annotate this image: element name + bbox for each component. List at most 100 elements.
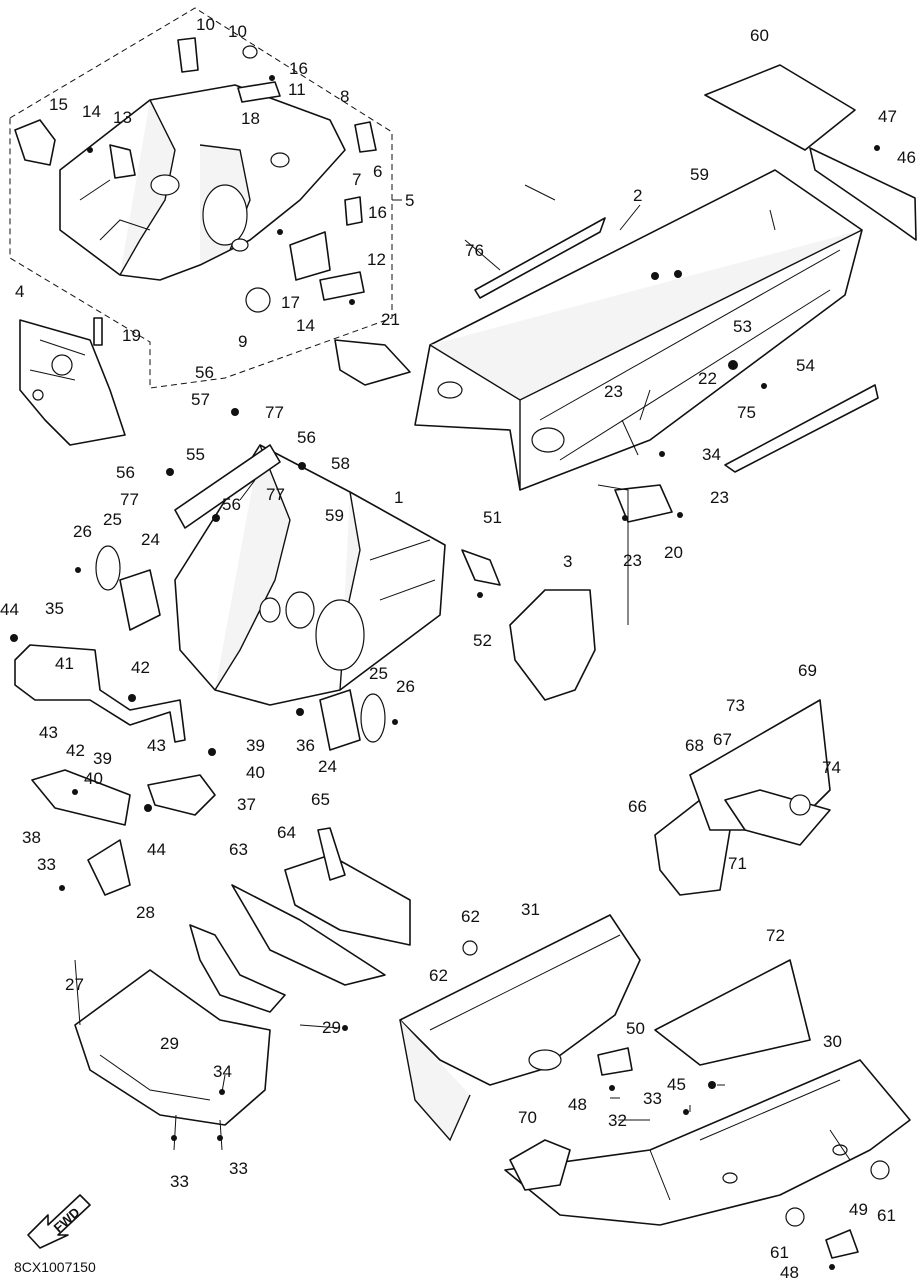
callout-35: 35	[45, 599, 64, 618]
callout-44a: 44	[0, 600, 19, 619]
callout-34b: 34	[213, 1062, 232, 1081]
callout-18: 18	[241, 109, 260, 128]
callout-37: 37	[237, 795, 256, 814]
part-31-belly-pan	[399, 914, 641, 1142]
callout-27: 27	[65, 975, 84, 994]
callout-16a: 16	[289, 59, 308, 78]
callout-33b: 33	[170, 1172, 189, 1191]
callout-44b: 44	[147, 840, 166, 859]
callout-61a: 61	[877, 1206, 896, 1225]
callout-40b: 40	[84, 769, 103, 788]
part-20-bracket	[614, 484, 673, 523]
part-13-bracket	[109, 144, 136, 179]
callout-74: 74	[822, 758, 841, 777]
callout-53: 53	[733, 317, 752, 336]
part-72-panel	[654, 959, 811, 1066]
part-9-grommet	[245, 287, 271, 313]
callout-77c: 77	[266, 485, 285, 504]
callout-31: 31	[521, 900, 540, 919]
part-61-plug-left	[785, 1207, 805, 1227]
callout-77a: 77	[265, 403, 284, 422]
callout-2: 2	[633, 186, 642, 205]
part-6-bracket	[354, 121, 377, 153]
part-55-cross-bar	[174, 444, 281, 529]
callout-62a: 62	[461, 907, 480, 926]
callout-15: 15	[49, 95, 68, 114]
callout-56a: 56	[195, 363, 214, 382]
part-11-plate	[237, 81, 281, 103]
callout-63: 63	[229, 840, 248, 859]
part-3-bracket	[509, 589, 596, 701]
callout-76: 76	[465, 241, 484, 260]
callout-26b: 26	[396, 677, 415, 696]
callout-29b: 29	[160, 1034, 179, 1053]
callout-22: 22	[698, 369, 717, 388]
part-62-grommet	[462, 940, 478, 956]
callout-28: 28	[136, 903, 155, 922]
callout-8: 8	[340, 87, 349, 106]
part-25-ring-left	[95, 545, 121, 591]
callout-73: 73	[726, 696, 745, 715]
callout-62b: 62	[429, 966, 448, 985]
callout-21: 21	[381, 310, 400, 329]
part-70-guard	[509, 1139, 571, 1191]
part-63-panel	[231, 884, 386, 986]
callout-54: 54	[796, 356, 815, 375]
part-51-plate	[461, 549, 501, 586]
callout-52: 52	[473, 631, 492, 650]
part-1-main-frame	[174, 444, 446, 706]
drawing-code: 8CX1007150	[14, 1259, 96, 1275]
callout-40a: 40	[246, 763, 265, 782]
callout-17: 17	[281, 293, 300, 312]
callout-72: 72	[766, 926, 785, 945]
callout-10b: 10	[228, 22, 247, 41]
callout-30: 30	[823, 1032, 842, 1051]
callout-23b: 23	[710, 488, 729, 507]
fasteners	[10, 75, 880, 1270]
part-27-front-cover	[74, 969, 271, 1126]
part-10-mount	[177, 37, 199, 73]
part-17-plate	[289, 231, 331, 281]
callout-47: 47	[878, 107, 897, 126]
leader-lines	[74, 184, 851, 1161]
part-12-bracket	[319, 271, 365, 301]
callout-48a: 48	[568, 1095, 587, 1114]
callout-64: 64	[277, 823, 296, 842]
part-61-plug-right	[870, 1160, 890, 1180]
callout-50: 50	[626, 1019, 645, 1038]
part-7-plate	[344, 196, 363, 226]
part-4-side-bracket	[19, 319, 126, 446]
callout-41: 41	[55, 654, 74, 673]
part-37-bracket	[147, 774, 216, 816]
callout-25b: 25	[369, 664, 388, 683]
callout-10a: 10	[196, 15, 215, 34]
part-75-strip	[724, 384, 879, 473]
callout-36: 36	[296, 736, 315, 755]
part-29-grille	[189, 924, 286, 1013]
callout-49: 49	[849, 1200, 868, 1219]
part-25-ring-right	[360, 693, 386, 743]
part-46-rear-bracket	[809, 147, 917, 241]
callout-24a: 24	[141, 530, 160, 549]
callout-1: 1	[394, 488, 403, 507]
callout-5: 5	[405, 191, 414, 210]
callout-3: 3	[563, 552, 572, 571]
part-60-pad	[704, 64, 856, 151]
callout-42a: 42	[131, 658, 150, 677]
callout-56b: 56	[297, 428, 316, 447]
part-35-bumper	[14, 644, 186, 743]
callout-43b: 43	[147, 736, 166, 755]
part-49-bracket	[825, 1229, 859, 1259]
callout-13: 13	[113, 108, 132, 127]
callout-23c: 23	[623, 551, 642, 570]
callout-7: 7	[352, 170, 361, 189]
part-19-pin	[93, 317, 103, 346]
callout-19: 19	[122, 326, 141, 345]
callout-33d: 33	[643, 1089, 662, 1108]
callout-45: 45	[667, 1075, 686, 1094]
callout-68: 68	[685, 736, 704, 755]
part-5-front-frame	[59, 84, 346, 281]
callout-24b: 24	[318, 757, 337, 776]
callout-14a: 14	[82, 102, 101, 121]
